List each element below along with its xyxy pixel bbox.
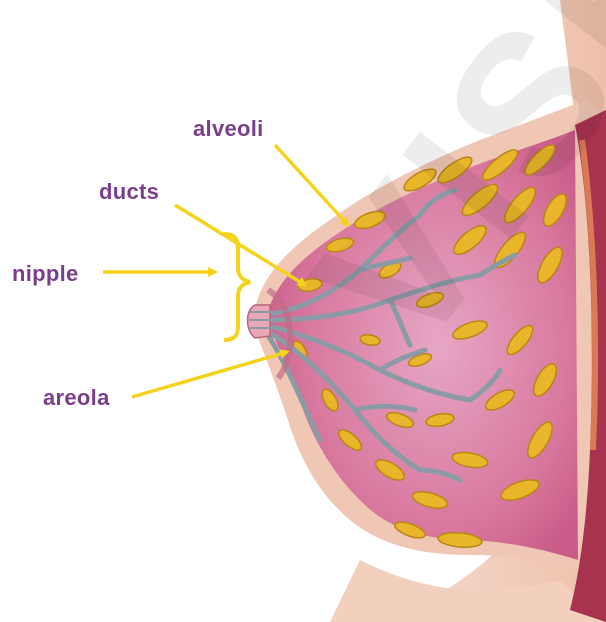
areola-arrow [132,352,287,397]
nipple-label: nipple [12,261,79,287]
alveoli-arrow [275,145,348,225]
nipple [248,305,271,338]
alveoli-label: alveoli [193,116,264,142]
ducts-label: ducts [99,179,159,205]
areola-label: areola [43,385,110,411]
